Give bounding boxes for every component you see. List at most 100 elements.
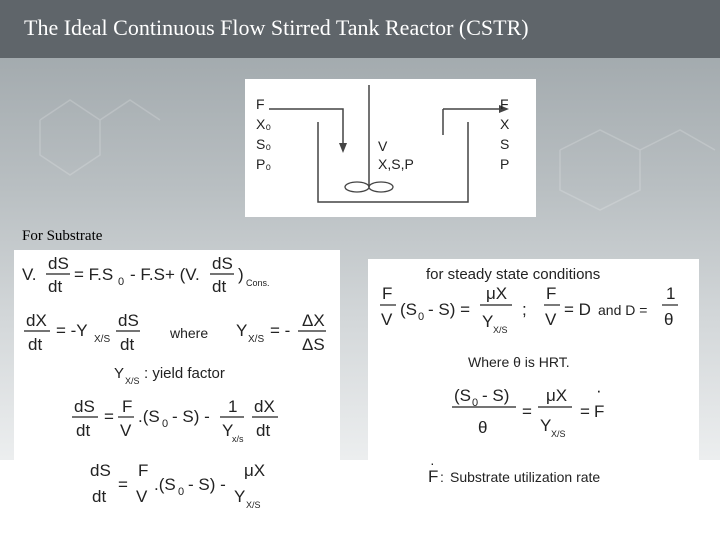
svg-text:θ: θ (478, 418, 487, 437)
svg-text:dt: dt (212, 277, 226, 296)
svg-text:V: V (381, 310, 393, 329)
svg-text:X/S: X/S (125, 376, 140, 386)
svg-text:0: 0 (118, 276, 124, 288)
svg-text:μX: μX (486, 284, 507, 303)
svg-text:dt: dt (120, 335, 134, 354)
svg-text:0: 0 (472, 397, 478, 409)
yield-factor-label: : yield factor (144, 365, 225, 382)
svg-text:0: 0 (162, 418, 168, 430)
svg-text:Y: Y (540, 416, 551, 435)
svg-text:dX: dX (26, 311, 47, 330)
svg-text:(S: (S (400, 300, 417, 319)
svg-text:dS: dS (48, 254, 69, 273)
svg-text:dt: dt (28, 335, 42, 354)
svg-text:dS: dS (74, 397, 95, 416)
reactor-diagram-panel: F X₀ S₀ P₀ F X S P V X,S,P (245, 79, 536, 217)
steady-state-heading: for steady state conditions (426, 266, 600, 283)
svg-text:= -: = - (270, 321, 290, 340)
svg-text:dS: dS (212, 254, 233, 273)
svg-text:- S): - S) (482, 386, 509, 405)
outlet-label-X: X (500, 116, 510, 132)
svg-text:x/s: x/s (232, 434, 244, 444)
svg-text:Y: Y (222, 421, 233, 440)
substrate-utilization-line: · F : Substrate utilization rate (428, 455, 600, 486)
tank-label-volume: V (378, 138, 388, 154)
svg-text:F: F (382, 284, 392, 303)
svg-text:=: = (104, 407, 114, 426)
svg-text:F: F (428, 467, 438, 486)
svg-text::: : (440, 469, 444, 485)
svg-text:dX: dX (254, 397, 275, 416)
svg-text:Y: Y (234, 487, 245, 506)
svg-text:dS: dS (118, 311, 139, 330)
svg-text:- F.S+ (V.: - F.S+ (V. (130, 265, 200, 284)
svg-text:dt: dt (92, 487, 106, 506)
svg-text:V: V (120, 421, 132, 440)
and-d-label: and D = (598, 302, 647, 318)
svg-text:Y: Y (114, 365, 124, 382)
inlet-label-S0: S₀ (256, 136, 271, 152)
svg-text:0: 0 (178, 486, 184, 498)
svg-text:= D: = D (564, 300, 591, 319)
svg-text:X/S: X/S (94, 334, 110, 345)
svg-text:.(S: .(S (154, 475, 176, 494)
svg-text:dt: dt (48, 277, 62, 296)
svg-text:·: · (596, 381, 602, 400)
subheading-for-substrate: For Substrate (22, 228, 103, 244)
svg-text:V: V (545, 310, 557, 329)
inlet-label-P0: P₀ (256, 156, 271, 172)
substrate-utilization-label: Substrate utilization rate (450, 469, 600, 485)
svg-text:=: = (580, 402, 590, 421)
svg-text:V.: V. (22, 265, 37, 284)
svg-text:μX: μX (546, 386, 567, 405)
svg-text:Y: Y (236, 321, 247, 340)
yield-factor-line: Y X/S : yield factor (114, 365, 225, 386)
svg-text:ΔX: ΔX (302, 311, 325, 330)
svg-text:0: 0 (418, 311, 424, 323)
outlet-label-P: P (500, 156, 509, 172)
tank-label-contents: X,S,P (378, 156, 414, 172)
svg-text:F: F (138, 461, 148, 480)
outlet-label-F: F (500, 96, 509, 112)
inlet-label-F: F (256, 96, 265, 112)
svg-text:= F.S: = F.S (74, 265, 113, 284)
hrt-note: Where θ is HRT. (468, 354, 570, 370)
svg-text:;: ; (522, 300, 527, 319)
svg-text:dS: dS (90, 461, 111, 480)
svg-text:=: = (522, 402, 532, 421)
svg-text:μX: μX (244, 461, 265, 480)
svg-text:): ) (238, 265, 244, 284)
svg-text:=: = (118, 475, 128, 494)
svg-text:= -Y: = -Y (56, 321, 88, 340)
svg-text:dt: dt (256, 421, 270, 440)
svg-text:X/S: X/S (493, 325, 508, 335)
svg-text:F: F (122, 397, 132, 416)
svg-text:ΔS: ΔS (302, 335, 325, 354)
svg-text:θ: θ (664, 310, 673, 329)
inlet-label-X0: X₀ (256, 116, 271, 132)
svg-text:·: · (430, 460, 435, 471)
title-band (0, 0, 720, 58)
svg-text:dt: dt (76, 421, 90, 440)
svg-text:Y: Y (482, 312, 493, 331)
svg-text:X/S: X/S (551, 429, 566, 439)
svg-text:1: 1 (228, 397, 237, 416)
svg-text:.(S: .(S (138, 407, 160, 426)
reactor-diagram: F X₀ S₀ P₀ F X S P V X,S,P (256, 85, 510, 203)
svg-text:1: 1 (666, 284, 675, 303)
svg-text:X/S: X/S (246, 500, 261, 510)
svg-text:- S) -: - S) - (172, 407, 210, 426)
svg-text:(S: (S (454, 386, 471, 405)
svg-text:X/S: X/S (248, 334, 264, 345)
